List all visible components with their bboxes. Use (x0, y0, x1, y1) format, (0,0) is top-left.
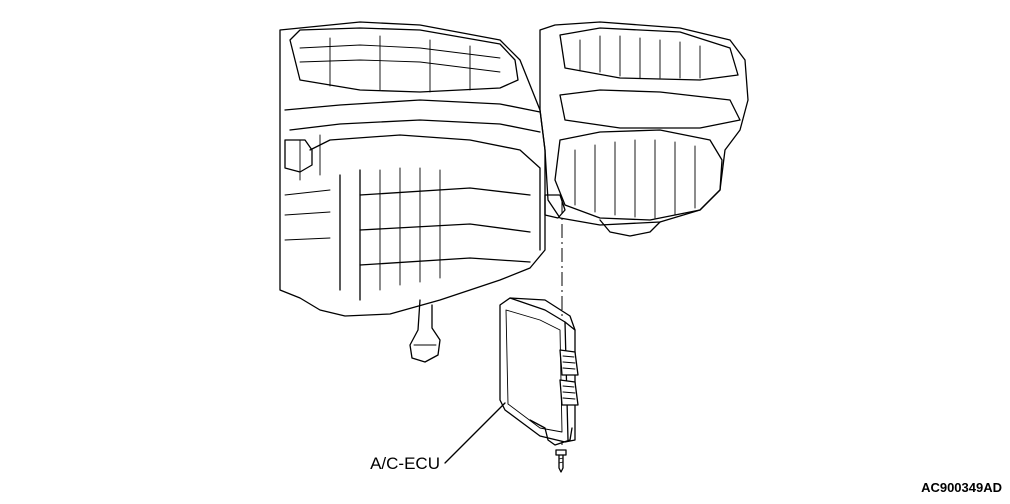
ecu-leader-line (444, 402, 506, 464)
figure-code: AC900349AD (921, 480, 1002, 495)
hvac-unit-assembly (279, 21, 749, 363)
ac-ecu-module (499, 297, 579, 446)
ecu-callout-label: A/C-ECU (370, 454, 440, 473)
mounting-screw (555, 449, 567, 473)
